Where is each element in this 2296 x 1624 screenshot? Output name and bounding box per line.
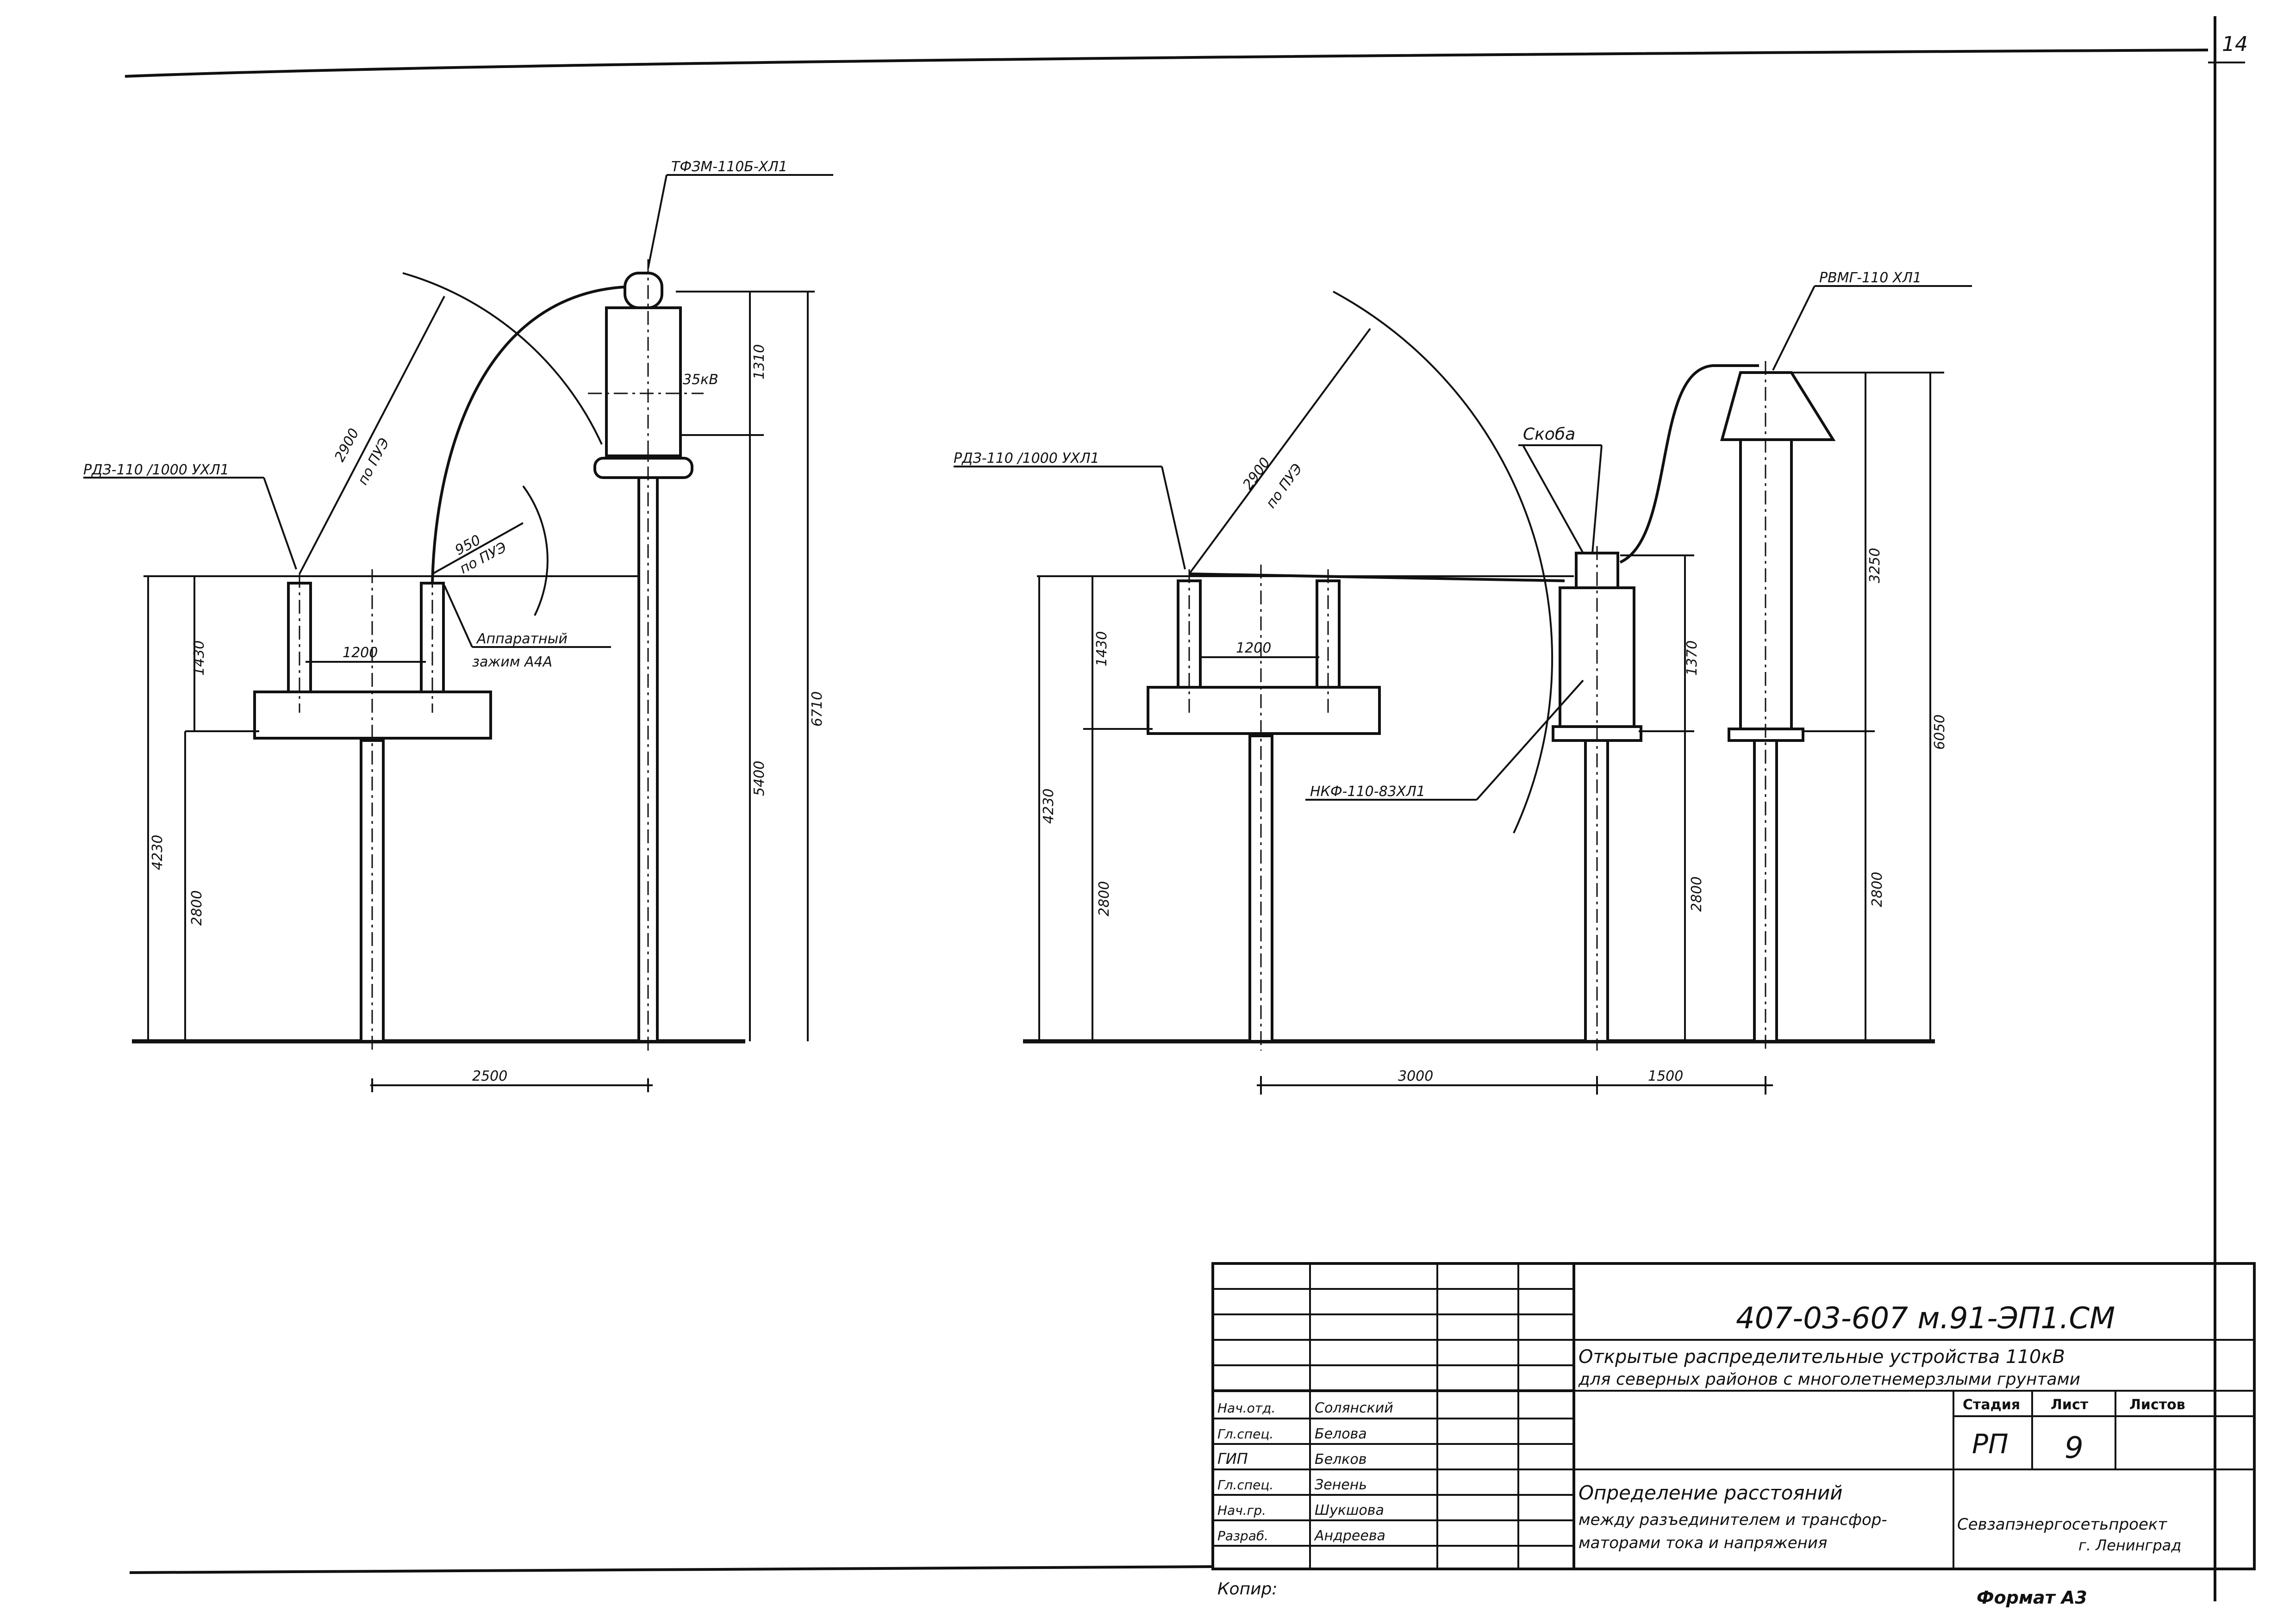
left-trans-total: 6710 [809,691,825,727]
clearance-arc-large [402,272,603,445]
left-clamp-label-2: зажим А4А [472,654,552,670]
sheet-title-3: маторами тока и напряжения [1578,1534,1827,1552]
right-horizontal-dim-1: 3000 [1398,1068,1433,1084]
staff-name-4: Зенень [1315,1477,1367,1493]
staff-role-3: ГИП [1217,1450,1248,1468]
sheets-header: Листов [2129,1397,2185,1413]
right-disconnector-label: РДЗ-110 /1000 УХЛ1 [954,450,1099,467]
connection-wire [431,286,625,584]
staff-role-6: Разраб. [1217,1528,1268,1543]
staff-name-6: Андреева [1314,1528,1385,1544]
right-lower-height-right: 2800 [1869,872,1885,907]
left-horizontal-dim: 2500 [472,1068,507,1084]
right-connection-wire [1619,364,1759,564]
left-elevation-view: РДЗ-110 /1000 УХЛ1 ТФЗМ-110Б-ХЛ1 35кВ Ап… [83,159,833,1092]
right-total-right: 6050 [1932,715,1948,750]
stage-value: РП [1972,1428,2009,1460]
left-voltage-mark: 35кВ [683,372,718,388]
right-arrester-height: 3250 [1867,548,1883,583]
right-lower-height-left: 2800 [1096,881,1112,916]
staff-name-5: Шукшова [1315,1502,1384,1518]
left-trans-body: 1310 [751,344,767,380]
project-title-1: Открытые распределительные устройства 11… [1578,1346,2065,1368]
organization-2: г. Ленинград [2078,1537,2181,1554]
footer-format: Формат А3 [1977,1587,2087,1608]
right-pole-spacing: 1200 [1236,640,1271,656]
right-cap-body: 1370 [1684,641,1700,676]
left-arc-big-note: по ПУЭ [355,436,393,488]
sheet-title-1: Определение расстояний [1578,1481,1843,1504]
right-disconnector-frame [1147,686,1381,735]
right-clearance-arc [1333,291,1554,834]
sheet-value: 9 [2065,1431,2084,1465]
sheet-corner-number: 14 [2222,32,2248,56]
footer: Копир: Формат А3 [1217,1580,2087,1608]
right-horizontal-dim-2: 1500 [1648,1068,1683,1084]
footer-copied: Копир: [1217,1580,1278,1599]
sheet-header: Лист [2051,1397,2089,1413]
left-transformer-label: ТФЗМ-110Б-ХЛ1 [671,159,787,175]
organization-1: Севзапэнергосетьпроект [1957,1515,2167,1534]
right-arrester-label: РВМГ-110 ХЛ1 [1819,270,1922,286]
sheet-frame: 14 [125,16,2248,1601]
left-pole-spacing: 1200 [343,645,378,661]
staff-name-1: Солянский [1315,1400,1393,1416]
right-top-height: 1430 [1094,631,1110,666]
right-bracket-label: Скоба [1523,425,1575,444]
staff-role-1: Нач.отд. [1217,1400,1275,1416]
transformer-body [605,306,682,457]
staff-role-5: Нач.гр. [1217,1503,1266,1518]
staff-role-4: Гл.спец. [1217,1477,1273,1493]
left-top-height: 1430 [191,641,207,676]
clearance-arc-small [522,485,549,616]
right-lower-height-mid: 2800 [1689,877,1705,912]
doc-number: 407-03-607 м.91-ЭП1.СМ [1736,1301,2115,1336]
staff-role-2: Гл.спец. [1217,1426,1273,1442]
staff-name-3: Белков [1315,1451,1366,1468]
stage-header: Стадия [1963,1397,2020,1413]
left-trans-base: 5400 [751,761,767,796]
transformer-base [593,457,693,479]
staff-name-2: Белова [1315,1426,1367,1442]
transformer-head [624,272,663,309]
project-title-2: для северных районов с многолетнемерзлым… [1578,1370,2080,1389]
arrester-top-ring [1720,371,1836,441]
right-arc-value: 2900 [1240,454,1273,492]
sheet-title-2: между разъединителем и трансфор- [1578,1511,1887,1529]
left-total-height: 4230 [150,835,166,870]
right-capacitor-label: НКФ-110-83ХЛ1 [1310,784,1425,800]
left-arc-big-value: 2900 [331,426,362,465]
title-block: Нач.отд. Солянский Гл.спец. Белова ГИП Б… [1211,1262,2256,1570]
right-total-height: 4230 [1041,789,1057,824]
right-elevation-view: РДЗ-110 /1000 УХЛ1 РВМГ-110 ХЛ1 Скоба НК… [954,270,1972,1095]
left-clamp-label-1: Аппаратный [476,631,568,647]
left-lower-height: 2800 [189,890,205,926]
left-disconnector-label: РДЗ-110 /1000 УХЛ1 [83,462,229,478]
